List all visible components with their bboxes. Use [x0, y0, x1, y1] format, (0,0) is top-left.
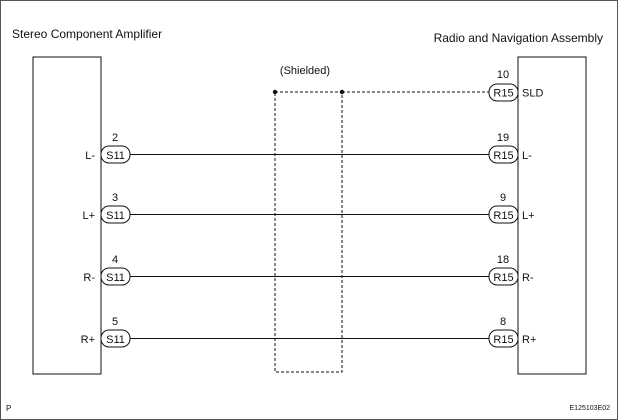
wire-row-0: L- 2 S11 19 R15 L- [85, 132, 532, 164]
right-connector-code: R15 [493, 150, 513, 162]
right-connector-badge [488, 205, 519, 224]
left-signal-label: L- [85, 150, 95, 162]
shield-outline [274, 91, 343, 373]
right-pin-number: 8 [500, 316, 506, 328]
figure-code: E125103E02 [570, 405, 611, 412]
radio-navigation-box [517, 56, 587, 375]
right-connector-badge [488, 267, 519, 286]
shield-pin-number: 10 [497, 69, 509, 81]
right-signal-label: R- [522, 272, 534, 284]
right-signal-label: L+ [522, 210, 535, 222]
right-pin-number: 19 [497, 132, 509, 144]
left-pin-number: 4 [112, 254, 118, 266]
left-pin-number: 5 [112, 316, 118, 328]
stereo-amplifier-box [32, 56, 102, 375]
right-connector-badge [488, 145, 519, 164]
right-pin-number: 18 [497, 254, 509, 266]
shield-label: (Shielded) [280, 65, 330, 77]
left-signal-label: R+ [81, 334, 95, 346]
right-connector-code: R15 [493, 210, 513, 222]
wire-row-3: R+ 5 S11 8 R15 R+ [81, 316, 536, 348]
shield-node-right [339, 89, 345, 95]
shield-connector-badge [488, 83, 519, 102]
left-pin-number: 2 [112, 132, 118, 144]
left-connector-code: S11 [106, 210, 125, 222]
right-connector-code: R15 [493, 272, 513, 284]
left-signal-label: R- [83, 272, 95, 284]
shield-connector-code: R15 [493, 88, 513, 100]
left-signal-label: L+ [82, 210, 95, 222]
right-connector-badge [488, 329, 519, 348]
left-connector-code: S11 [106, 272, 125, 284]
right-signal-label: R+ [522, 334, 536, 346]
wire-row-1: L+ 3 S11 9 R15 L+ [82, 192, 535, 224]
right-component-title: Radio and Navigation Assembly [434, 31, 603, 45]
page-mark: P [6, 404, 11, 413]
right-pin-number: 9 [500, 192, 506, 204]
wire-row-2: R- 4 S11 18 R15 R- [83, 254, 534, 286]
shield-node-left [272, 89, 278, 95]
right-connector-code: R15 [493, 334, 513, 346]
shield-signal-label: SLD [522, 88, 543, 100]
left-connector-code: S11 [106, 150, 125, 162]
left-pin-number: 3 [112, 192, 118, 204]
left-connector-code: S11 [106, 334, 125, 346]
left-component-title: Stereo Component Amplifier [12, 27, 162, 41]
right-signal-label: L- [522, 150, 532, 162]
